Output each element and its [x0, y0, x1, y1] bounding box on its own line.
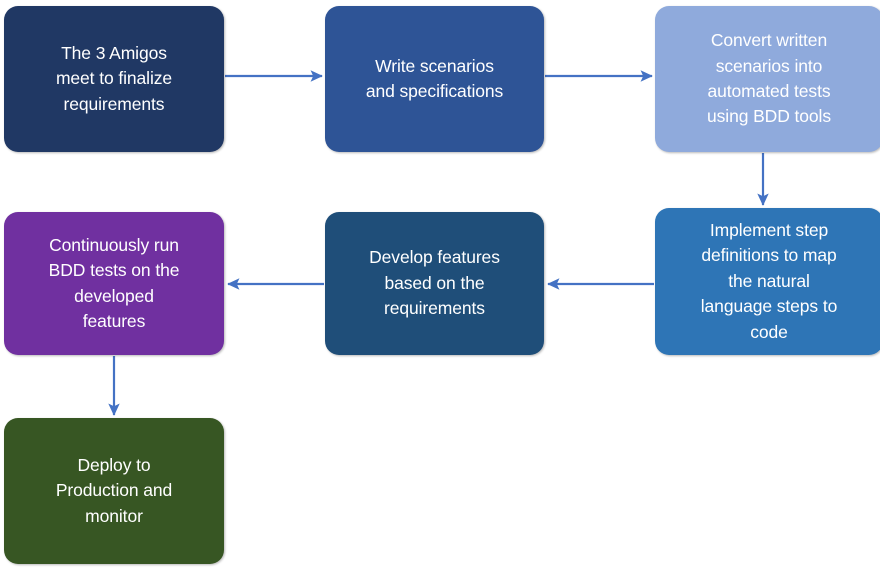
node-three-amigos[interactable]: The 3 Amigos meet to finalize requiremen…: [4, 6, 224, 152]
node-implement-step-definitions[interactable]: Implement step definitions to map the na…: [655, 208, 880, 355]
node-label-write-scenarios: Write scenarios and specifications: [365, 55, 504, 101]
node-deploy-to-production[interactable]: Deploy to Production and monitor: [4, 418, 224, 564]
node-label-implement-step-definitions: Implement step definitions to map the na…: [700, 220, 838, 342]
node-write-scenarios[interactable]: Write scenarios and specifications: [325, 6, 544, 152]
node-continuously-run-bdd-tests[interactable]: Continuously run BDD tests on the develo…: [4, 212, 224, 355]
node-label-develop-features: Develop features based on the requiremen…: [369, 247, 500, 319]
node-label-three-amigos: The 3 Amigos meet to finalize requiremen…: [55, 42, 173, 114]
node-label-deploy-to-production: Deploy to Production and monitor: [55, 454, 173, 526]
node-develop-features[interactable]: Develop features based on the requiremen…: [325, 212, 544, 355]
node-label-convert-to-automated-tests: Convert written scenarios into automated…: [707, 30, 831, 127]
node-convert-to-automated-tests[interactable]: Convert written scenarios into automated…: [655, 6, 880, 152]
node-label-continuously-run-bdd-tests: Continuously run BDD tests on the develo…: [48, 234, 180, 331]
